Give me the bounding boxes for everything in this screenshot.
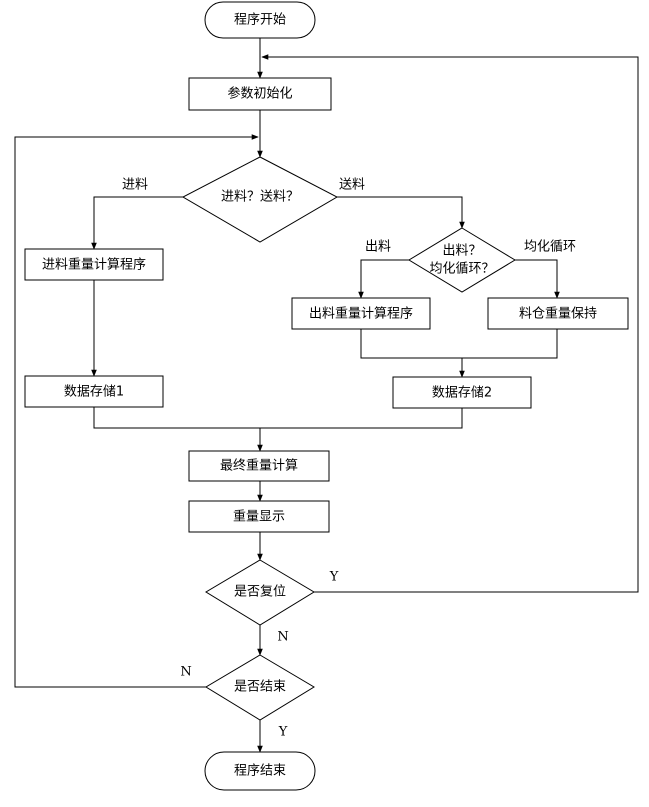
label-homogenize: 均化循环 [524, 240, 576, 255]
label-feed: 进料 [122, 178, 148, 193]
label-reset-no: N [277, 630, 288, 645]
node-reset: 是否复位 [205, 559, 315, 626]
connector-reset-yes-loop [261, 54, 639, 593]
connector-out-branch [358, 259, 409, 299]
display-box [188, 500, 330, 533]
decision-out-diamond [408, 227, 516, 293]
node-store1: 数据存储1 [24, 375, 164, 408]
store1-box [24, 375, 164, 408]
feed-calc-box [24, 248, 164, 281]
label-out: 出料 [365, 240, 391, 255]
connector-end-no-loop [14, 134, 259, 688]
decision-out-text-line2: 均化循环？ [429, 262, 494, 277]
node-start: 程序开始 [204, 1, 316, 39]
bin-hold-box [487, 297, 629, 330]
decision-out-text-line1: 出料？ [442, 244, 481, 259]
label-send: 送料 [339, 178, 365, 193]
decision-feed-text: 进料？送料？ [221, 190, 299, 205]
final-calc-text: 最终重量计算 [220, 458, 298, 474]
node-end: 程序结束 [204, 751, 316, 791]
node-init: 参数初始化 [188, 77, 332, 111]
node-end-check: 是否结束 [205, 654, 315, 721]
out-calc-box [291, 297, 431, 330]
label-end-yes: Y [278, 725, 288, 740]
final-calc-box [188, 450, 330, 482]
bin-hold-text: 料仓重量保持 [519, 306, 597, 322]
store2-text: 数据存储2 [432, 386, 492, 401]
end-check-text: 是否结束 [234, 680, 286, 695]
connector-store1-merge [93, 407, 463, 429]
end-terminator [204, 751, 316, 791]
node-decision-out: 出料？ 均化循环？ [408, 227, 516, 293]
connector-send-branch [337, 196, 465, 229]
feed-calc-text: 进料重量计算程序 [42, 257, 146, 273]
connector-outcalc-merge [360, 329, 558, 359]
node-out-calc: 出料重量计算程序 [291, 297, 431, 330]
store2-box [392, 376, 532, 409]
node-feed-calc: 进料重量计算程序 [24, 248, 164, 281]
start-terminator [204, 1, 316, 39]
init-box [188, 77, 332, 111]
reset-diamond [205, 559, 315, 626]
node-display: 重量显示 [188, 500, 330, 533]
node-store2: 数据存储2 [392, 376, 532, 409]
label-reset-yes: Y [329, 570, 339, 585]
init-text: 参数初始化 [227, 86, 292, 102]
out-calc-text: 出料重量计算程序 [309, 306, 413, 322]
connector-homogenize-branch [515, 259, 560, 299]
connectors [14, 38, 639, 753]
decision-feed-diamond [181, 156, 339, 243]
label-end-no: N [180, 665, 191, 680]
branch-labels: 进料 送料 出料 均化循环 Y N N Y [122, 178, 576, 740]
end-check-diamond [205, 654, 315, 721]
node-final-calc: 最终重量计算 [188, 450, 330, 482]
node-bin-hold: 料仓重量保持 [487, 297, 629, 330]
start-text: 程序开始 [234, 13, 286, 28]
reset-text: 是否复位 [234, 585, 286, 600]
display-text: 重量显示 [233, 509, 285, 525]
node-decision-feed: 进料？送料？ [181, 156, 339, 243]
end-text: 程序结束 [234, 764, 286, 779]
store1-text: 数据存储1 [64, 385, 124, 400]
connector-feed-branch [91, 196, 183, 250]
